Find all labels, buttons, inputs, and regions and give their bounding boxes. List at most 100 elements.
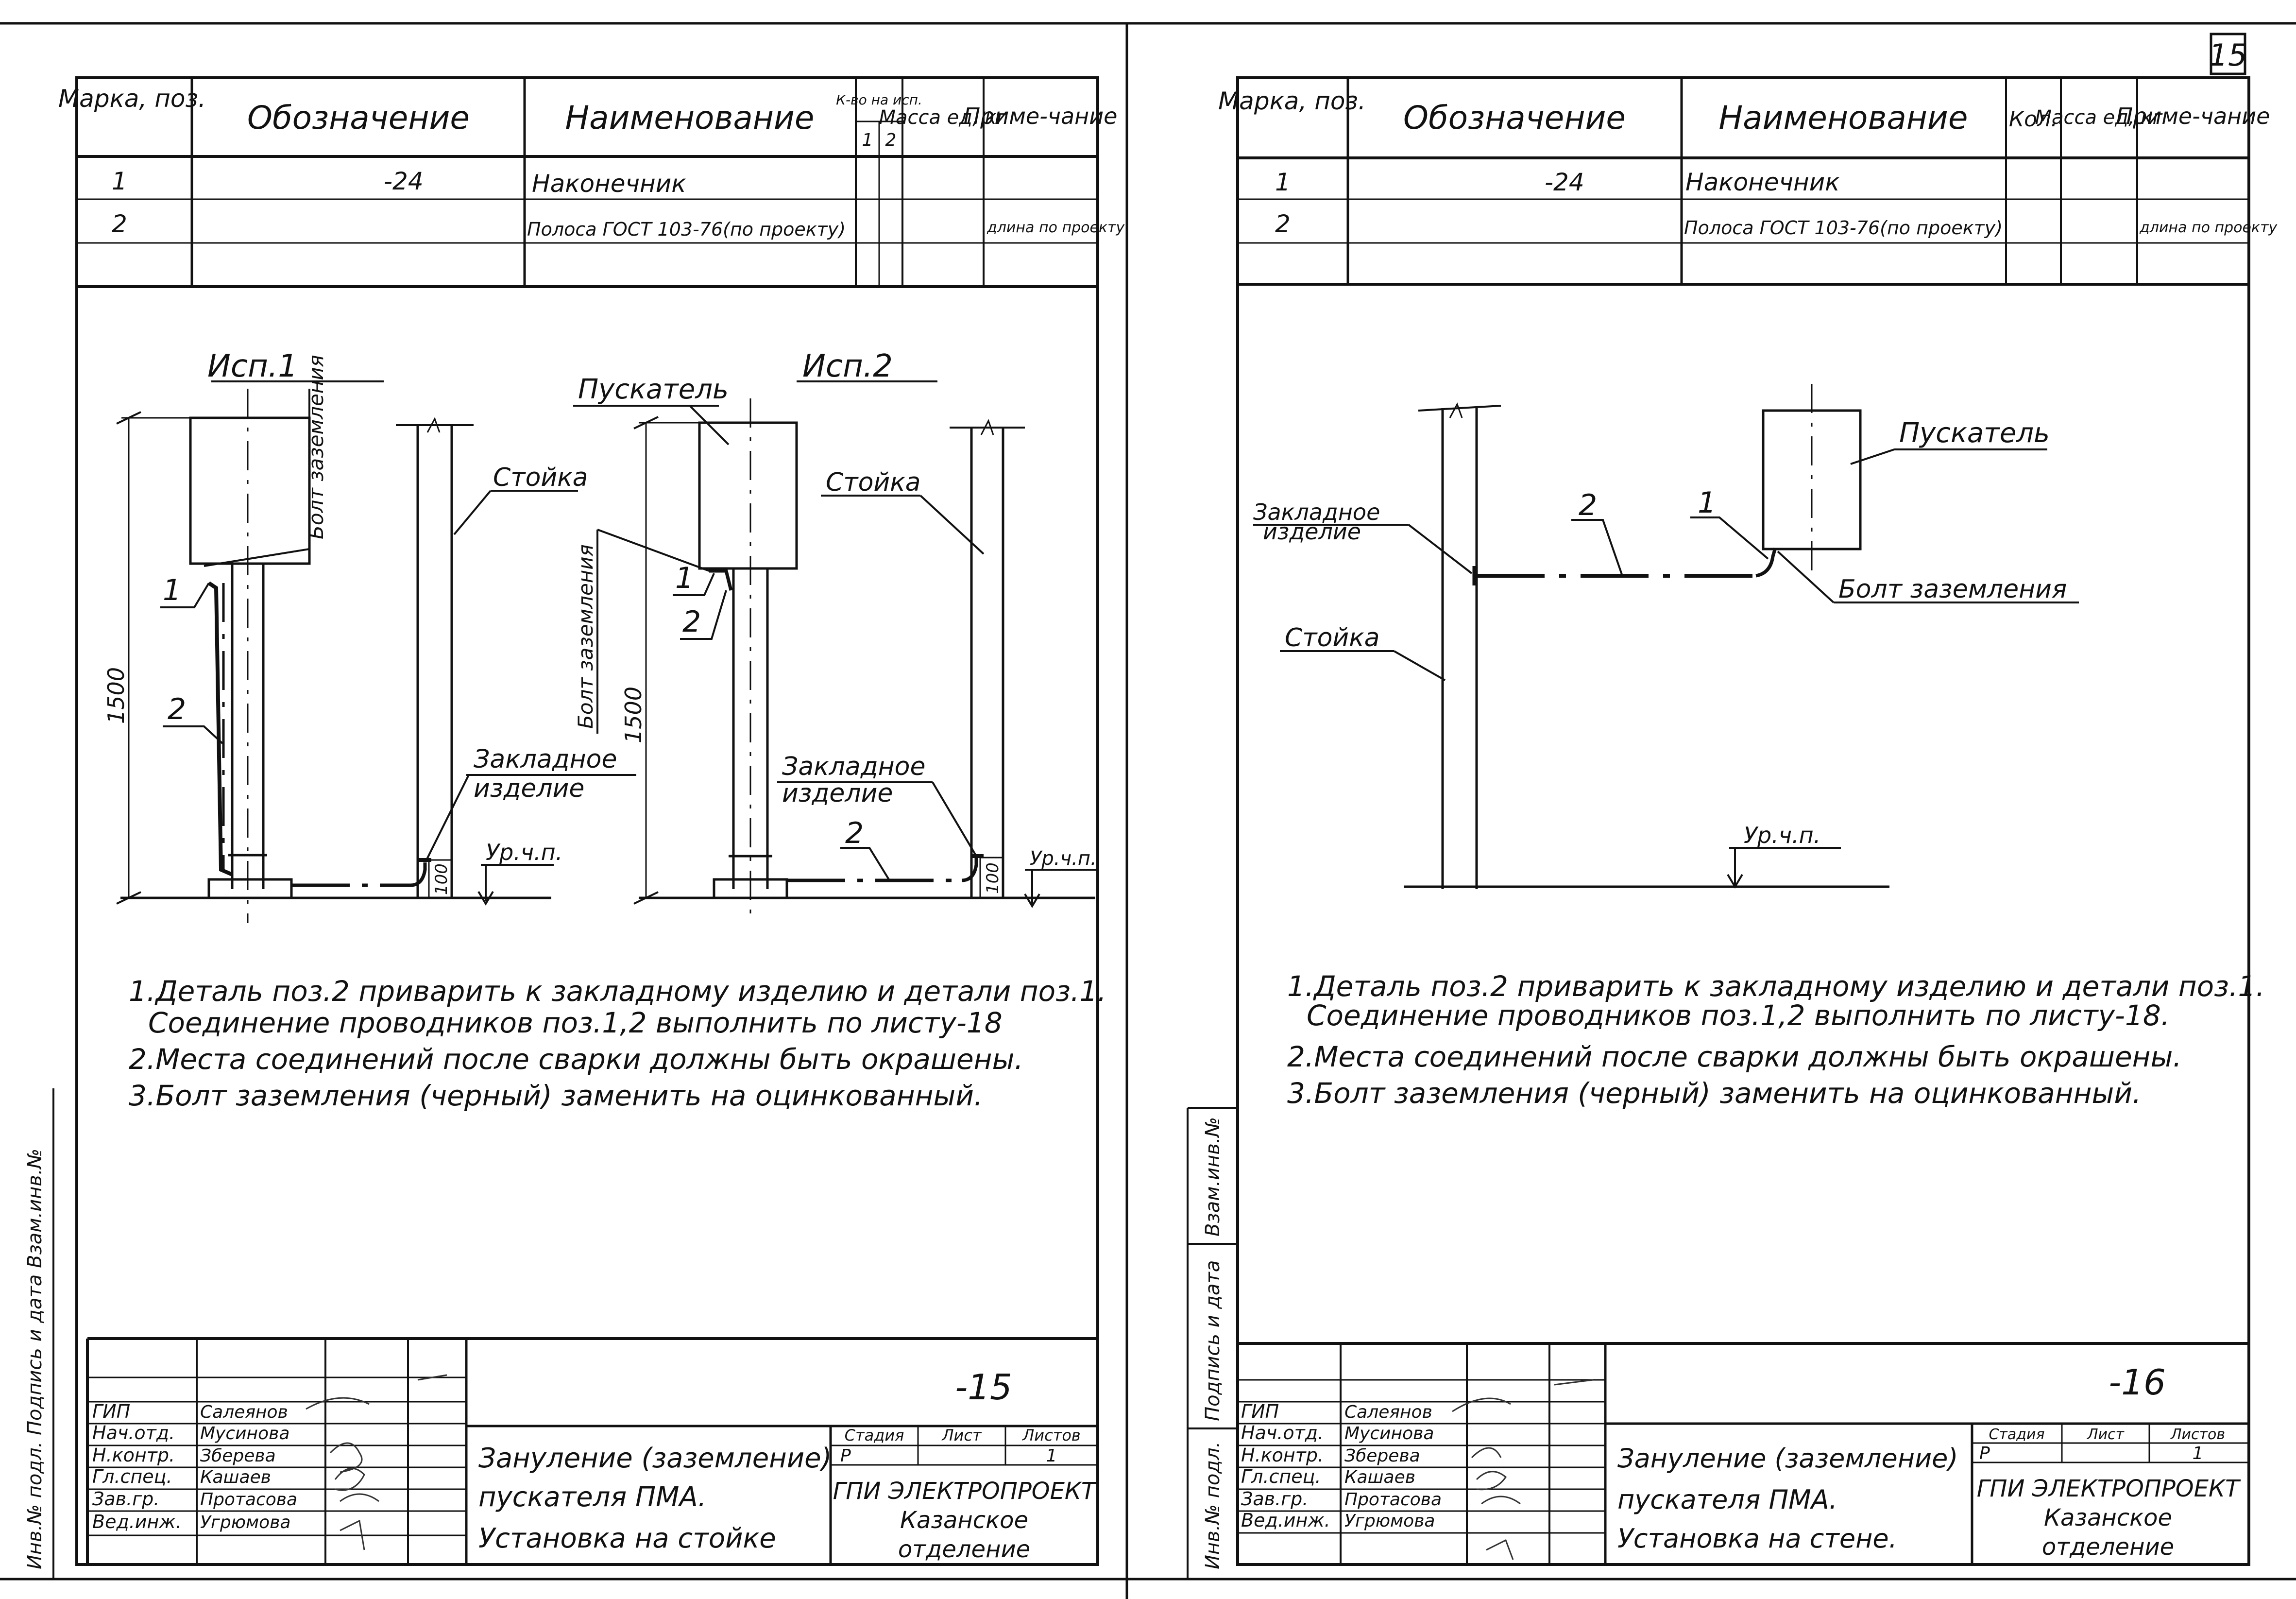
left-margin-labels: Инв.№ подл. Подпись и дата Взам.инв.№ [24,1149,46,1569]
left-sheet-code: -15 [955,1367,1012,1408]
left-name-2: Мусинова [200,1424,289,1444]
r-spec-row2-note: длина по проекту [2139,219,2278,236]
right-spec-table: Марка, поз. Обозначение Наименование Кол… [1218,78,2278,286]
left-note-3: 3.Болт заземления (черный) заменить на о… [129,1079,983,1112]
r-org-3: отделение [2042,1533,2174,1561]
isp1-dim-100: 100 [432,863,451,895]
left-note-1: 1.Деталь поз.2 приварить к закладному из… [129,975,1106,1008]
left-note-1b: Соединение проводников поз.1,2 выполнить… [148,1006,1003,1039]
left-stage: Р [840,1446,851,1466]
r-role-5: Зав.гр. [1241,1488,1308,1510]
left-role-1: ГИП [92,1401,130,1422]
left-title-l1: Зануление (заземление) [478,1443,832,1474]
right-sheet: Инв.№ подл. Подпись и дата Взам.инв.№ Ма… [1187,76,2278,1579]
left-org-3: отделение [898,1536,1030,1563]
left-name-6: Угрюмова [200,1513,290,1532]
r-role-2: Нач.отд. [1241,1422,1324,1444]
isp1-pos1: 1 [163,573,181,607]
r-name-1: Салеянов [1344,1402,1432,1422]
r-embedded-l2: изделие [1263,518,1361,545]
r-spec-header-mass: Масса ед, кг [2035,106,2163,129]
left-role-5: Зав.гр. [92,1488,159,1510]
r-name-5: Протасова [1344,1490,1442,1510]
left-name-1: Салеянов [200,1402,288,1422]
left-role-4: Гл.спец. [92,1466,172,1487]
right-title-l3: Установка на стене. [1617,1523,1897,1554]
spec-header-mass: Масса ед, кг [879,106,1007,129]
isp2-post-label: Стойка [826,468,920,497]
spec-row2-mark: 2 [112,210,127,238]
spec-row2-name: Полоса ГОСТ 103-76(по проекту) [527,219,846,240]
right-note-3: 3.Болт заземления (черный) заменить на о… [1287,1077,2141,1110]
left-name-3: Зберева [200,1446,276,1466]
r-post-label: Стойка [1285,623,1379,653]
r-spec-row1-designation: -24 [1545,168,1584,196]
spec-header-designation: Обозначение [247,99,470,137]
r-name-3: Зберева [1344,1446,1420,1466]
left-note-2: 2.Места соединений после сварки должны б… [129,1043,1023,1076]
r-sheets: 1 [2193,1444,2204,1463]
left-title-block: -15 ГИП Нач.отд. Н.контр. Гл.спец. Зав.г… [86,1337,1098,1565]
left-name-5: Протасова [200,1490,297,1510]
right-margin-inv: Инв.№ подл. [1202,1442,1224,1569]
r-spec-row1-mark: 1 [1275,168,1291,196]
r-spec-row2-name: Полоса ГОСТ 103-76(по проекту) [1684,217,2003,239]
right-title-l1: Зануление (заземление) [1617,1443,1958,1474]
left-notes: 1.Деталь поз.2 приварить к закладному из… [129,975,1106,1112]
left-drawing-isp2: Исп.2 Пускатель Болт заземления 1 2 [573,348,1098,923]
isp2-starter-label: Пускатель [578,374,729,405]
r-spec-row1-name: Наконечник [1685,168,1839,196]
isp2-embedded-l1: Закладное [782,752,925,781]
r-spec-header-note: Приме-чание [2116,103,2270,129]
spec-header-qty2: 2 [885,130,897,150]
r-org-2: Казанское [2044,1504,2172,1531]
r-spec-row2-mark: 2 [1275,210,1291,238]
r-spec-header-mark: Марка, поз. [1218,87,1366,115]
right-note-1b: Соединение проводников поз.1,2 выполнить… [1307,999,2170,1032]
r-sheet-header: Лист [2087,1426,2125,1443]
isp2-bolt-label: Болт заземления [574,544,597,729]
r-role-6: Вед.инж. [1241,1510,1330,1531]
right-margin-zam: Взам.инв.№ [1202,1117,1224,1237]
isp2-level-label: Ур.ч.п. [1030,847,1097,870]
r-pos1: 1 [1698,486,1716,520]
isp1-pos2: 2 [168,692,186,726]
isp1-embedded-l1: Закладное [474,745,617,774]
left-role-6: Вед.инж. [92,1511,182,1532]
right-drawing: Пускатель 2 1 Болт заземления Закладное … [1253,384,2079,889]
r-level-label: Ур.ч.п. [1744,822,1820,848]
r-pos2: 2 [1579,488,1597,522]
left-role-3: Н.контр. [92,1444,175,1466]
isp1-level-label: Ур.ч.п. [486,839,562,865]
isp1-bolt-label: Болт заземления [304,355,328,539]
spec-header-mark: Марка, поз. [58,85,206,113]
spec-header-qty1: 1 [862,130,873,150]
left-name-4: Кашаев [200,1467,271,1487]
left-stage-header: Стадия [845,1426,904,1444]
r-stage: Р [1979,1444,1990,1463]
page-number: 15 [2209,37,2247,73]
right-title-block: -16 ГИП Нач.отд. Н.контр. Гл.спец. Зав.г… [1238,1342,2249,1565]
spec-header-name: Наименование [565,99,815,137]
r-name-6: Угрюмова [1344,1511,1435,1531]
r-role-1: ГИП [1241,1401,1279,1422]
left-sheets-header: Листов [1022,1426,1081,1444]
spec-row2-note: длина по проекту [986,219,1125,236]
isp2-embedded-l2: изделие [782,779,893,808]
r-sheets-header: Листов [2170,1426,2225,1443]
spec-row1-mark: 1 [112,167,127,195]
r-spec-header-designation: Обозначение [1403,99,1626,137]
right-note-1: 1.Деталь поз.2 приварить к закладному из… [1287,970,2265,1003]
r-spec-header-name: Наименование [1719,99,1968,137]
left-org-1: ГПИ ЭЛЕКТРОПРОЕКТ [833,1478,1097,1505]
left-org-2: Казанское [900,1507,1028,1534]
isp2-dim-1500: 1500 [620,687,646,743]
isp1-post-label: Стойка [493,463,588,492]
r-embedded-l1: Закладное [1253,499,1380,525]
left-sheets: 1 [1046,1446,1057,1466]
r-name-2: Мусинова [1344,1424,1434,1444]
spec-header-note: Приме-чание [964,103,1118,129]
right-notes: 1.Деталь поз.2 приварить к закладному из… [1287,970,2265,1110]
left-sheet-header: Лист [941,1426,982,1444]
isp2-pos1: 1 [675,561,694,595]
